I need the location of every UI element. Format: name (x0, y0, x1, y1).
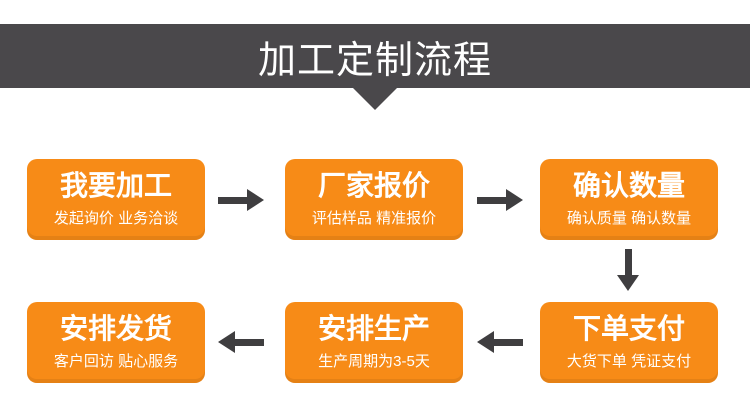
step-1-title: 我要加工 (59, 170, 172, 202)
step-5-box: 安排生产 生产周期为3-5天 (285, 302, 463, 383)
banner-notch-triangle (353, 88, 397, 110)
step-3-subtitle: 确认质量 确认数量 (566, 209, 692, 227)
arrow-left-icon (477, 331, 523, 353)
step-6-box: 安排发货 客户回访 贴心服务 (27, 302, 205, 383)
arrow-head (477, 331, 494, 353)
step-5-subtitle: 生产周期为3-5天 (318, 352, 430, 370)
step-3-box: 确认数量 确认质量 确认数量 (540, 159, 718, 240)
arrow-head (617, 275, 639, 291)
step-6-title: 安排发货 (59, 313, 172, 345)
arrow-shaft (494, 338, 523, 346)
step-1-box: 我要加工 发起询价 业务洽谈 (27, 159, 205, 240)
step-6-subtitle: 客户回访 贴心服务 (53, 352, 179, 370)
arrow-left-icon (218, 331, 264, 353)
arrow-right-icon (477, 189, 523, 211)
step-2-box: 厂家报价 评估样品 精准报价 (285, 159, 463, 240)
arrow-shaft (218, 196, 247, 204)
step-2-title: 厂家报价 (317, 170, 430, 202)
arrow-right-icon (218, 189, 264, 211)
step-3-title: 确认数量 (572, 170, 685, 202)
step-4-box: 下单支付 大货下单 凭证支付 (540, 302, 718, 383)
arrow-head (247, 189, 264, 211)
arrow-down-icon (617, 249, 639, 291)
step-4-subtitle: 大货下单 凭证支付 (566, 352, 692, 370)
banner-title: 加工定制流程 (257, 39, 492, 82)
step-2-subtitle: 评估样品 精准报价 (311, 209, 437, 227)
step-5-title: 安排生产 (317, 313, 430, 345)
arrow-head (506, 189, 523, 211)
arrow-shaft (477, 196, 506, 204)
arrow-shaft (624, 249, 632, 275)
banner: 加工定制流程 (0, 24, 750, 88)
arrow-shaft (235, 338, 264, 346)
step-4-title: 下单支付 (572, 313, 685, 345)
arrow-head (218, 331, 235, 353)
step-1-subtitle: 发起询价 业务洽谈 (53, 209, 179, 227)
